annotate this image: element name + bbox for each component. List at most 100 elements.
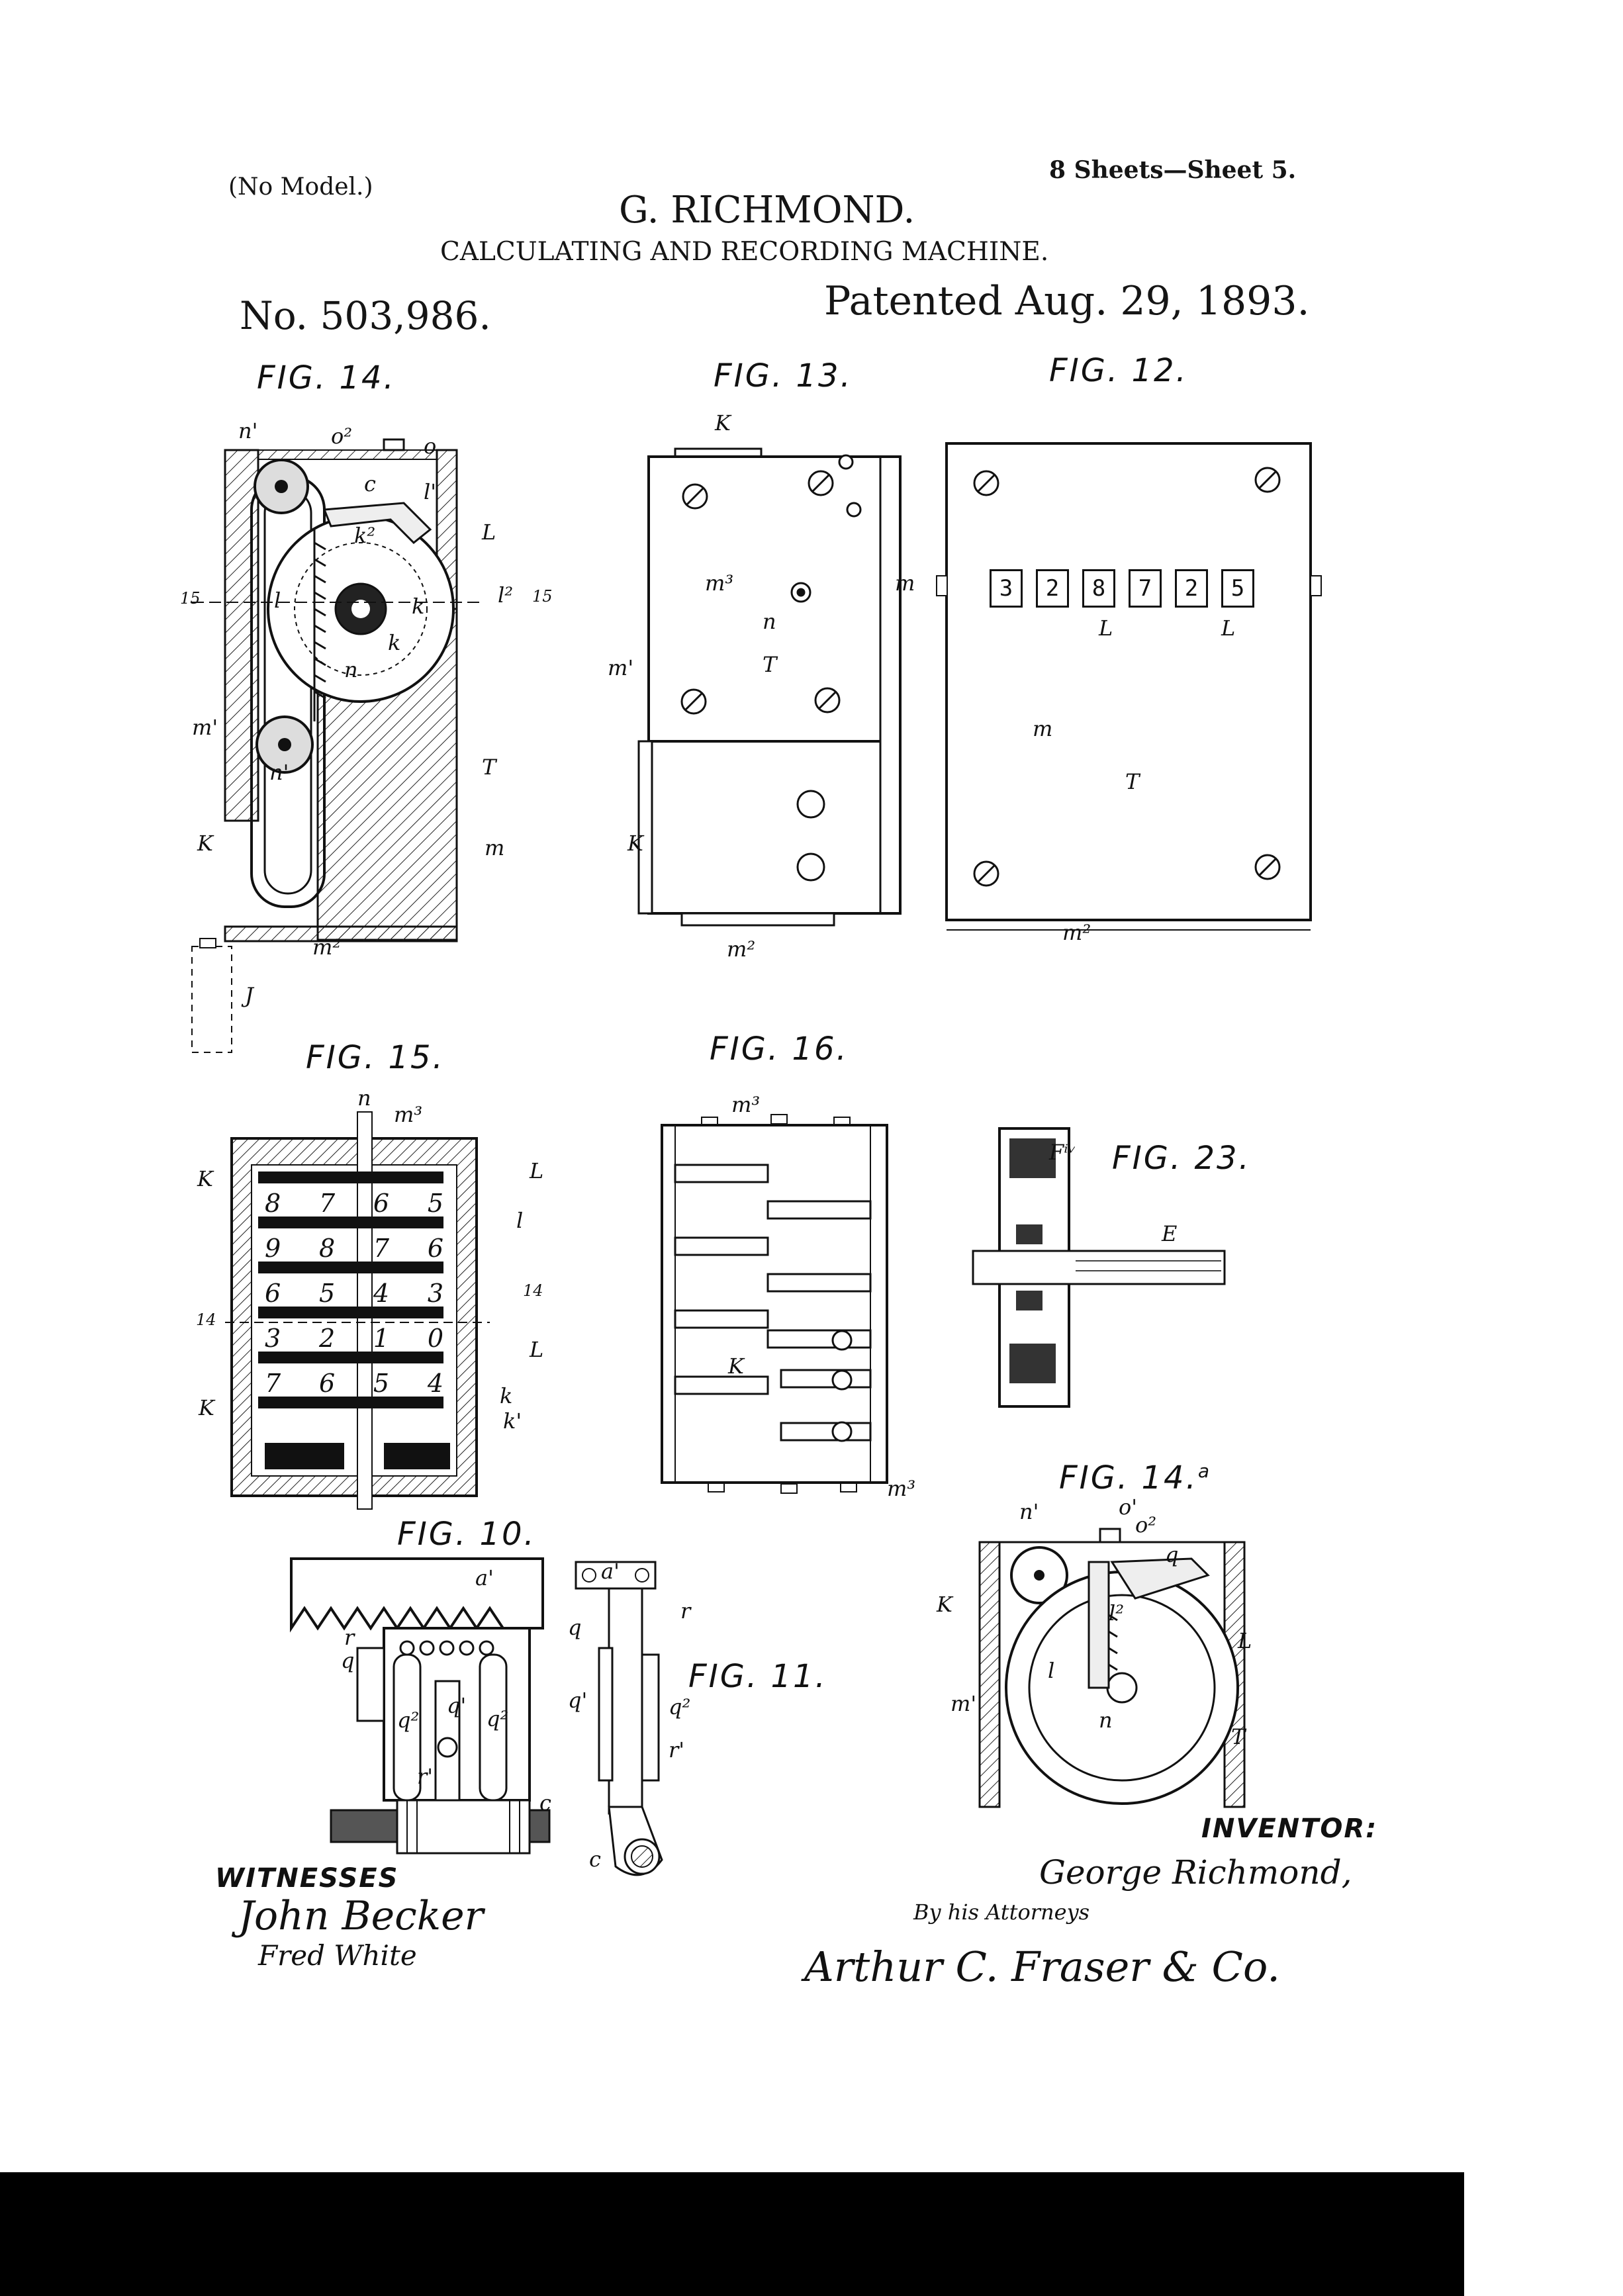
fig14a-ref-l: l xyxy=(1048,1658,1055,1683)
fig15-digit: 9 xyxy=(265,1234,281,1263)
fig10-ref-r1: r' xyxy=(417,1764,434,1789)
fig14-label: FIG. 14. xyxy=(257,359,396,396)
fig15-ref-n: n xyxy=(357,1085,371,1111)
fig14-ref-l2: l² xyxy=(498,582,514,608)
fig15-digit: 6 xyxy=(318,1369,336,1398)
fig14a-ref-l2: l² xyxy=(1109,1600,1125,1626)
fig10-ref-q2-right: q² xyxy=(487,1706,509,1731)
attorneys-signature: Arthur C. Fraser & Co. xyxy=(804,1943,1280,1991)
fig23-label: FIG. 23. xyxy=(1112,1140,1251,1177)
fig14-ref-15-left: 15 xyxy=(180,589,201,608)
fig14a-ref-K: K xyxy=(937,1592,952,1617)
fig15-ref-L-top: L xyxy=(530,1158,544,1183)
fig15-ref-K-bottom: K xyxy=(199,1395,214,1420)
fig14-ref-n1: n' xyxy=(238,418,258,443)
fig14-ref-k2: k² xyxy=(354,523,376,548)
fig11-label: FIG. 11. xyxy=(688,1658,827,1695)
fig12-ref-m2: m² xyxy=(1062,920,1091,945)
fig14-ref-n: n xyxy=(344,657,358,682)
fig15-digit: 5 xyxy=(427,1189,443,1218)
fig12-counter-digit: 3 xyxy=(990,569,1023,608)
no-model-label: (No Model.) xyxy=(228,173,373,201)
fig14-ref-T: T xyxy=(482,755,496,780)
patent-title: CALCULATING AND RECORDING MACHINE. xyxy=(440,237,1049,267)
fig15-digit: 7 xyxy=(265,1369,281,1398)
patent-number: No. 503,986. xyxy=(240,293,491,338)
fig13-ref-K-bottom: K xyxy=(627,831,643,856)
fig12-counter-digit: 2 xyxy=(1175,569,1208,608)
fig14a-ref-T: T xyxy=(1231,1724,1246,1749)
inventor-name-header: G. RICHMOND. xyxy=(619,189,915,232)
fig16-ref-K: K xyxy=(728,1354,744,1379)
fig14-ref-L: L xyxy=(482,520,496,545)
fig11-ref-q1: q' xyxy=(568,1688,588,1713)
fig15-digit: 1 xyxy=(373,1324,390,1353)
fig10-label: FIG. 10. xyxy=(397,1516,536,1553)
fig15-ref-14-left: 14 xyxy=(196,1310,216,1329)
fig15-digit: 4 xyxy=(373,1279,390,1308)
fig16-label: FIG. 16. xyxy=(710,1031,849,1068)
fig12-ref-L-right: L xyxy=(1221,616,1236,641)
fig15-wheel-row: 6 5 4 3 xyxy=(265,1279,443,1324)
fig15-ref-l: l xyxy=(516,1208,524,1233)
fig14a-ref-q: q xyxy=(1165,1542,1179,1567)
fig16-ref-m3-top: m³ xyxy=(731,1092,761,1117)
fig14a-ref-L: L xyxy=(1238,1628,1252,1653)
fig13-drawing xyxy=(637,447,902,927)
fig11-ref-c: c xyxy=(589,1847,601,1872)
witness-1-signature: John Becker xyxy=(238,1893,484,1939)
fig13-ref-T: T xyxy=(763,652,777,677)
fig12-ref-m: m xyxy=(1033,716,1053,741)
fig10-ref-q: q xyxy=(341,1648,355,1673)
fig12-counter-digit: 5 xyxy=(1221,569,1254,608)
fig14-ref-n1-lower: n' xyxy=(269,760,289,785)
fig12-counter-digit: 8 xyxy=(1082,569,1115,608)
fig13-ref-m3: m³ xyxy=(705,571,734,596)
fig11-ref-q2: q² xyxy=(669,1694,691,1720)
fig14-ref-K: K xyxy=(197,831,213,856)
fig14-ref-m1: m' xyxy=(192,715,218,740)
witnesses-label: WITNESSES xyxy=(215,1863,399,1894)
fig15-digit: 6 xyxy=(373,1189,390,1218)
fig15-ref-m3: m³ xyxy=(394,1102,423,1127)
fig14a-drawing xyxy=(978,1528,1246,1808)
fig23-ref-Fiv: Fⁱᵛ xyxy=(1049,1140,1076,1165)
fig14-ref-J: J xyxy=(245,983,254,1008)
fig23-drawing xyxy=(972,1127,1226,1408)
fig10-ref-q1: q' xyxy=(447,1693,467,1718)
fig15-digit: 6 xyxy=(265,1279,281,1308)
fig15-digit: 0 xyxy=(427,1324,443,1353)
fig14-ref-c: c xyxy=(364,471,376,496)
fig13-ref-K-top: K xyxy=(715,410,731,436)
fig10-drawing xyxy=(290,1557,551,1855)
patent-date: Patented Aug. 29, 1893. xyxy=(824,278,1310,324)
fig13-ref-m1: m' xyxy=(608,655,634,680)
fig14-drawing xyxy=(191,438,483,1053)
fig14a-label-text: FIG. 14. xyxy=(1059,1459,1198,1496)
fig15-ref-k: k xyxy=(500,1383,513,1408)
fig15-digit: 7 xyxy=(373,1234,390,1263)
fig15-ref-14-right: 14 xyxy=(523,1281,543,1300)
inventor-label: INVENTOR: xyxy=(1201,1814,1378,1844)
fig12-label: FIG. 12. xyxy=(1049,352,1188,389)
fig14-ref-15-right: 15 xyxy=(532,587,553,606)
fig14-ref-m: m xyxy=(485,835,505,860)
fig13-ref-n: n xyxy=(763,609,776,634)
fig11-ref-r: r xyxy=(680,1598,691,1624)
fig15-digit: 3 xyxy=(427,1279,443,1308)
fig15-drawing xyxy=(225,1111,490,1510)
fig15-digit: 2 xyxy=(318,1324,336,1353)
fig15-ref-L-bottom: L xyxy=(530,1337,544,1362)
fig15-digit: 5 xyxy=(318,1279,336,1308)
fig11-drawing xyxy=(575,1561,663,1876)
fig14-ref-l1: l' xyxy=(424,479,437,504)
fig14-ref-o2: o² xyxy=(331,424,353,449)
fig16-ref-m3-bottom: m³ xyxy=(887,1476,916,1501)
fig15-ref-K-top: K xyxy=(197,1166,213,1191)
fig15-ref-k1: k' xyxy=(503,1408,522,1434)
fig13-ref-m: m xyxy=(895,571,915,596)
fig14a-ref-m1: m' xyxy=(951,1691,977,1716)
